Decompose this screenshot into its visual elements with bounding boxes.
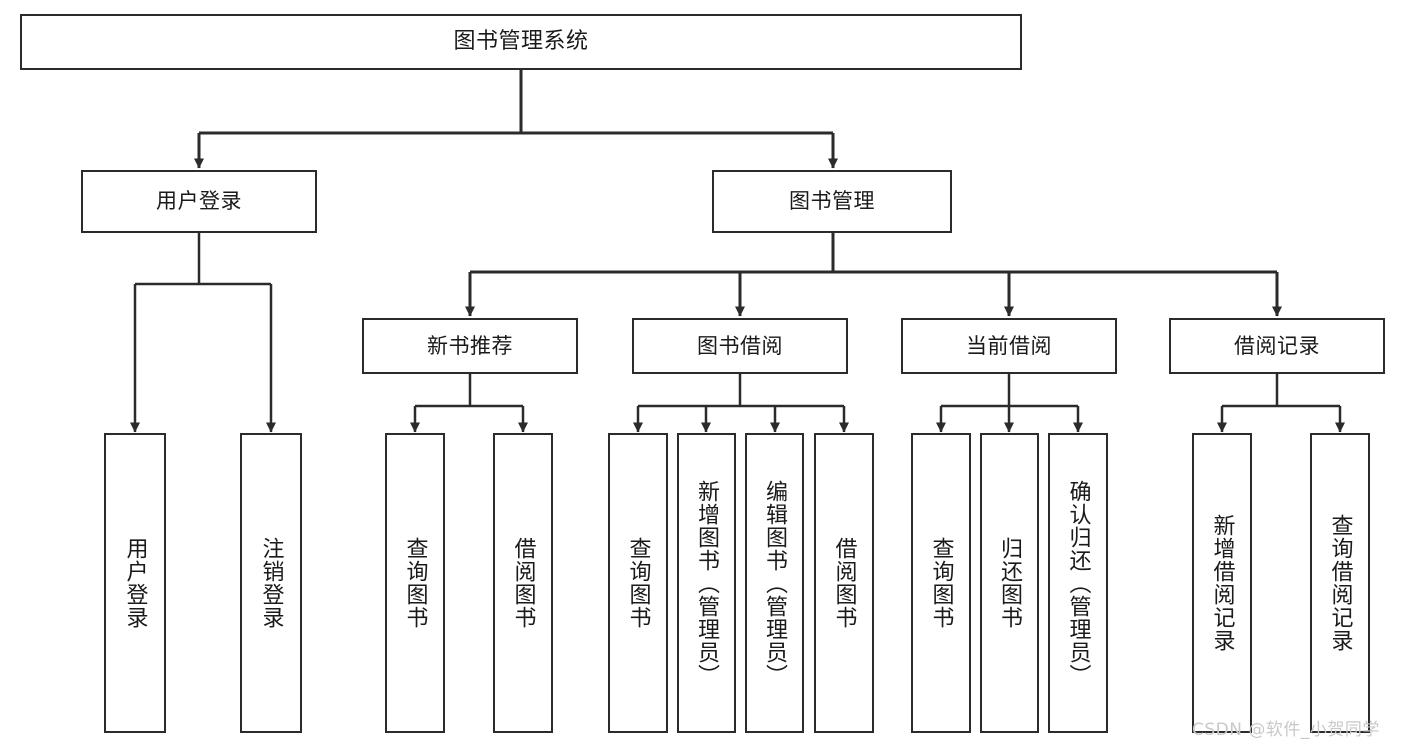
node-leaf-query-book-2[interactable]: 查询图书 bbox=[608, 433, 668, 733]
node-leaf-query-record-label: 查询借阅记录 bbox=[1327, 514, 1353, 652]
node-leaf-borrow-book-2-label: 借阅图书 bbox=[831, 537, 857, 629]
node-leaf-return-book-label: 归还图书 bbox=[997, 537, 1023, 629]
node-user-login-label: 用户登录 bbox=[156, 189, 242, 214]
node-root-label: 图书管理系统 bbox=[453, 29, 589, 55]
node-leaf-user-logout-label: 注销登录 bbox=[258, 537, 284, 629]
node-leaf-query-record[interactable]: 查询借阅记录 bbox=[1310, 433, 1370, 733]
node-leaf-confirm-return[interactable]: 确认归还（管理员） bbox=[1048, 433, 1108, 733]
node-leaf-add-record-label: 新增借阅记录 bbox=[1209, 514, 1235, 652]
node-leaf-edit-book-label: 编辑图书（管理员） bbox=[762, 479, 788, 687]
node-leaf-confirm-return-label: 确认归还（管理员） bbox=[1065, 479, 1091, 687]
node-leaf-query-book-1[interactable]: 查询图书 bbox=[385, 433, 445, 733]
node-leaf-add-book[interactable]: 新增图书（管理员） bbox=[677, 433, 736, 733]
node-book-manage[interactable]: 图书管理 bbox=[712, 170, 952, 233]
node-current-borrow-label: 当前借阅 bbox=[966, 333, 1052, 358]
node-leaf-user-login-label: 用户登录 bbox=[122, 537, 148, 629]
node-leaf-add-record[interactable]: 新增借阅记录 bbox=[1192, 433, 1252, 733]
node-leaf-return-book[interactable]: 归还图书 bbox=[980, 433, 1039, 733]
node-current-borrow[interactable]: 当前借阅 bbox=[901, 318, 1117, 374]
node-leaf-borrow-book-1-label: 借阅图书 bbox=[510, 537, 536, 629]
node-borrow-record[interactable]: 借阅记录 bbox=[1169, 318, 1385, 374]
node-book-borrow-label: 图书借阅 bbox=[697, 333, 783, 358]
node-borrow-record-label: 借阅记录 bbox=[1234, 333, 1320, 358]
node-leaf-query-book-3[interactable]: 查询图书 bbox=[911, 433, 971, 733]
node-new-book-rec-label: 新书推荐 bbox=[427, 333, 513, 358]
node-user-login[interactable]: 用户登录 bbox=[81, 170, 317, 233]
watermark: CSDN @软件_小贺同学 bbox=[1192, 720, 1380, 740]
node-leaf-query-book-3-label: 查询图书 bbox=[928, 537, 954, 629]
node-new-book-rec[interactable]: 新书推荐 bbox=[362, 318, 578, 374]
node-leaf-edit-book[interactable]: 编辑图书（管理员） bbox=[745, 433, 804, 733]
node-leaf-query-book-2-label: 查询图书 bbox=[625, 537, 651, 629]
node-root[interactable]: 图书管理系统 bbox=[20, 14, 1022, 70]
node-leaf-query-book-1-label: 查询图书 bbox=[402, 537, 428, 629]
node-book-manage-label: 图书管理 bbox=[789, 189, 875, 214]
node-leaf-borrow-book-1[interactable]: 借阅图书 bbox=[493, 433, 553, 733]
node-book-borrow[interactable]: 图书借阅 bbox=[632, 318, 848, 374]
node-leaf-user-logout[interactable]: 注销登录 bbox=[240, 433, 302, 733]
node-leaf-add-book-label: 新增图书（管理员） bbox=[694, 479, 720, 687]
node-leaf-borrow-book-2[interactable]: 借阅图书 bbox=[814, 433, 874, 733]
node-leaf-user-login[interactable]: 用户登录 bbox=[104, 433, 166, 733]
